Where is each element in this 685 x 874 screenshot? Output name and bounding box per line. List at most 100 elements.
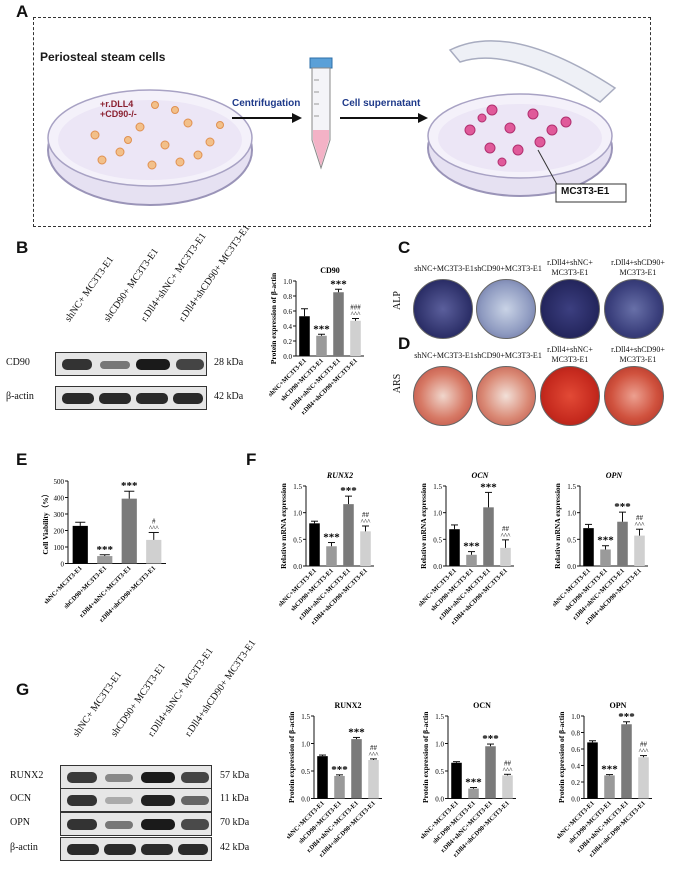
bar: [334, 775, 345, 799]
y-tick-label: 0.5: [301, 768, 310, 776]
panel-b-row-label-actin: β-actin: [6, 391, 34, 402]
significance-label: ##: [502, 525, 510, 533]
panel-label-a: A: [16, 2, 29, 21]
arrow-centrifugation: [232, 113, 302, 123]
panel-b-lane-4: r.Dll4+shCD90+ MC3T3-E1: [176, 222, 253, 324]
panel-d-well-label-2: shCD90+MC3T3-E1: [474, 351, 542, 360]
panel-b-blot-actin: [55, 386, 207, 410]
y-tick-label: 1.5: [433, 483, 442, 491]
panel-d-row-label: ARS: [392, 373, 404, 394]
y-tick-label: 0.0: [301, 796, 310, 804]
bar: [466, 554, 477, 566]
panel-d-well-2: [476, 366, 536, 426]
panel-c-row-label: ALP: [391, 291, 403, 310]
bar: [621, 724, 632, 799]
panel-g-blot-actin: [60, 837, 212, 861]
chart-title: RUNX2: [326, 471, 353, 480]
bar: [121, 498, 137, 564]
significance-label: ***: [463, 541, 480, 553]
y-tick-label: 0.0: [435, 796, 444, 804]
panel-g-row-label-actin: β-actin: [10, 842, 38, 853]
significance-label: ##: [362, 511, 370, 519]
panel-a-frame: [33, 17, 651, 227]
y-tick-label: 1.0: [283, 278, 292, 286]
y-tick-label: 0.0: [567, 563, 576, 571]
bar: [485, 746, 496, 799]
y-tick-label: 0.5: [293, 536, 302, 544]
panel-a-step-supernatant: Cell supernatant: [342, 98, 421, 109]
y-tick-label: 0.4: [571, 763, 580, 771]
significance-label: ***: [340, 485, 357, 497]
significance-label: ***: [601, 764, 618, 776]
bar: [483, 507, 494, 566]
left-petri-dish: [47, 89, 253, 206]
y-axis-label: Relative mRNA expression: [279, 482, 288, 569]
bar: [316, 335, 327, 356]
chart-title: RUNX2: [334, 701, 361, 710]
panel-c-well-label-3: r.Dll4+shNC+ MC3T3-E1: [547, 258, 593, 277]
panel-d-well-label-3: r.Dll4+shNC+ MC3T3-E1: [547, 345, 593, 364]
panel-a-step-centrifugation: Centrifugation: [232, 98, 301, 109]
panel-g-blot-opn: [60, 812, 212, 836]
panel-g-kda-actin: 42 kDa: [220, 842, 250, 853]
bar: [502, 775, 513, 799]
bar: [583, 528, 594, 566]
bar: [449, 529, 460, 566]
chart-title: CD90: [320, 266, 340, 275]
significance-label: ***: [323, 532, 340, 544]
panel-d-well-label-4: r.Dll4+shCD90+ MC3T3-E1: [611, 345, 665, 364]
y-tick-label: 1.5: [301, 713, 310, 721]
panel-a-target-label: MC3T3-E1: [561, 186, 610, 197]
y-tick-label: 0: [61, 561, 65, 569]
panel-b-kda-cd90: 28 kDa: [214, 357, 244, 368]
bar: [604, 775, 615, 799]
significance-label: ##: [636, 514, 644, 522]
y-axis-label: Relative mRNA expression: [419, 482, 428, 569]
y-axis-label: Protein expression of β-actin: [421, 711, 430, 803]
y-tick-label: 0.4: [283, 323, 292, 331]
bar: [451, 762, 462, 799]
y-axis-label: Relative mRNA expression: [553, 482, 562, 569]
chart-title: OPN: [606, 471, 624, 480]
panel-g-blot-runx2: [60, 765, 212, 789]
y-tick-label: 1.0: [433, 510, 442, 518]
significance-label: ***: [480, 481, 497, 493]
significance-label: ^^^: [639, 748, 650, 756]
y-tick-label: 1.5: [293, 483, 302, 491]
panel-label-f: F: [246, 450, 257, 469]
bar: [587, 742, 598, 799]
mc3t3-cells: [464, 104, 572, 167]
panel-g-row-label-opn: OPN: [10, 817, 31, 828]
panel-b-blot-cd90: [55, 352, 207, 376]
bar: [351, 739, 362, 799]
y-tick-label: 0.8: [283, 293, 292, 301]
panel-d-well-4: [604, 366, 664, 426]
significance-label: ***: [121, 480, 138, 492]
y-tick-label: 1.0: [435, 741, 444, 749]
y-tick-label: 300: [54, 511, 65, 519]
bar: [468, 788, 479, 799]
panel-g-lane-4: r.Dll4+shCD90+ MC3T3-E1: [182, 637, 259, 739]
y-tick-label: 0.6: [283, 308, 292, 316]
bar: [146, 539, 162, 564]
bar: [600, 549, 611, 566]
significance-label: ***: [614, 501, 631, 513]
y-tick-label: 0.5: [435, 768, 444, 776]
panel-g-blot-ocn: [60, 788, 212, 812]
significance-label: ***: [597, 535, 614, 547]
right-petri-dish: [427, 40, 617, 197]
bar: [343, 504, 354, 566]
significance-label: ^^^: [635, 521, 646, 529]
y-tick-label: 0.6: [571, 746, 580, 754]
significance-label: ***: [313, 323, 330, 335]
significance-label: ***: [331, 764, 348, 776]
y-tick-label: 1.0: [567, 510, 576, 518]
panel-b-kda-actin: 42 kDa: [214, 391, 244, 402]
y-tick-label: 1.5: [435, 713, 444, 721]
